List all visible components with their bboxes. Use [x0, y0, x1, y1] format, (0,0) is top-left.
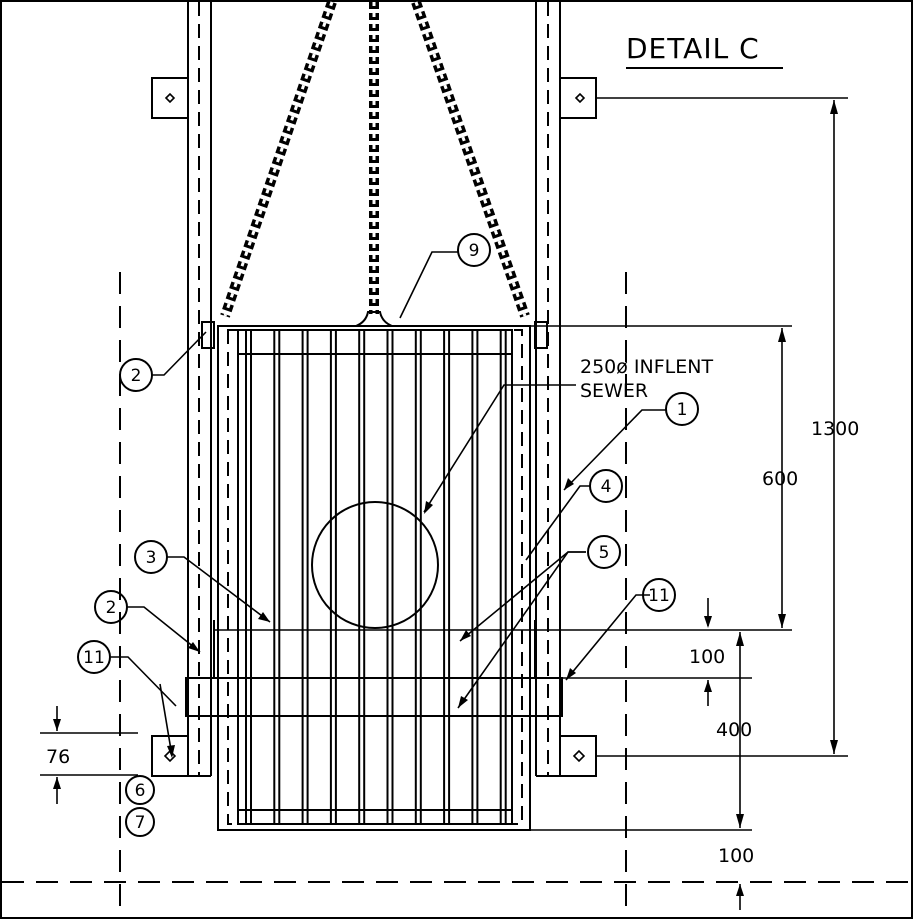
- svg-text:2: 2: [106, 598, 117, 618]
- dim-400: 400: [716, 719, 752, 741]
- detail-title-group: DETAIL C: [626, 32, 783, 69]
- inflow-note: 250ø INFLENT SEWER: [423, 356, 713, 514]
- bolt-icon: [164, 92, 176, 104]
- screen-bar: [443, 330, 451, 824]
- balloon-5: 5: [587, 535, 621, 569]
- svg-text:7: 7: [135, 813, 146, 833]
- screen-hidden-outline: [227, 329, 523, 825]
- arrowhead: [424, 501, 433, 514]
- arrowhead: [778, 614, 786, 628]
- screen-bar: [358, 330, 366, 824]
- bolt-icon: [163, 749, 177, 763]
- lifting-eye: [355, 311, 393, 327]
- balloons: 9 2 1 4 3 5 2 11: [77, 233, 699, 837]
- screen-bar: [301, 330, 309, 824]
- balloon-4: 4: [589, 469, 623, 503]
- svg-text:6: 6: [135, 781, 146, 801]
- arrowhead: [736, 632, 744, 646]
- note-line-2: SEWER: [580, 380, 648, 402]
- balloon-1: 1: [665, 392, 699, 426]
- balloon-3: 3: [134, 540, 168, 574]
- arrowhead: [778, 328, 786, 342]
- screen-bars: [245, 330, 507, 824]
- dim-76: 76: [46, 746, 70, 768]
- svg-text:9: 9: [469, 241, 480, 261]
- balloon-2-low: 2: [94, 590, 128, 624]
- screen-bar: [414, 330, 422, 824]
- guide-block-top-right: [534, 321, 548, 349]
- svg-text:3: 3: [146, 548, 157, 568]
- screen-bar: [499, 330, 507, 824]
- svg-text:1: 1: [677, 400, 688, 420]
- lifting-chains: [220, 0, 530, 327]
- arrowhead: [736, 884, 744, 896]
- arrowhead: [736, 814, 744, 828]
- dimensions: 1300 600 100 400 100 76: [40, 97, 859, 910]
- svg-text:11: 11: [83, 648, 105, 668]
- balloon-11-right: 11: [642, 578, 676, 612]
- balloon-9: 9: [457, 233, 491, 267]
- balloon-7: 7: [125, 807, 155, 837]
- dim-100-lower: 100: [718, 845, 754, 867]
- dim-100-upper: 100: [689, 646, 725, 668]
- bracket-lower-left: [151, 735, 189, 777]
- screen-bar: [245, 330, 252, 824]
- bar-screen: [185, 321, 563, 831]
- bottom-beam: [185, 677, 563, 717]
- bolt-icon: [572, 749, 586, 763]
- balloon-2-top: 2: [119, 358, 153, 392]
- svg-text:2: 2: [131, 366, 142, 386]
- bracket-upper-right: [559, 77, 597, 119]
- screen-bar: [471, 330, 479, 824]
- arrowhead: [53, 719, 61, 731]
- dim-1300: 1300: [811, 418, 859, 440]
- screen-bar: [386, 330, 394, 824]
- detail-title: DETAIL C: [626, 32, 760, 65]
- note-line-1: 250ø INFLENT: [580, 356, 713, 378]
- screen-bar: [329, 330, 337, 824]
- arrowhead: [53, 777, 61, 789]
- note-leader: [423, 384, 576, 513]
- screen-frame-outer: [217, 325, 531, 831]
- bracket-upper-left: [151, 77, 189, 119]
- arrowhead: [704, 616, 712, 628]
- arrowhead: [704, 680, 712, 692]
- svg-text:11: 11: [648, 586, 670, 606]
- balloon-11-left: 11: [77, 640, 111, 674]
- svg-text:4: 4: [601, 477, 612, 497]
- inflow-pipe-circle: [311, 501, 439, 629]
- channel-guide-rails: [187, 2, 561, 777]
- arrowhead: [830, 740, 838, 754]
- lower-brackets: [151, 735, 597, 777]
- bracket-lower-right: [559, 735, 597, 777]
- dim-600: 600: [762, 468, 798, 490]
- balloon-leaders: [111, 251, 666, 758]
- screen-bar: [273, 330, 281, 824]
- svg-text:5: 5: [599, 543, 610, 563]
- bolt-icon: [574, 92, 586, 104]
- balloon-6: 6: [125, 775, 155, 805]
- arrowhead: [830, 100, 838, 114]
